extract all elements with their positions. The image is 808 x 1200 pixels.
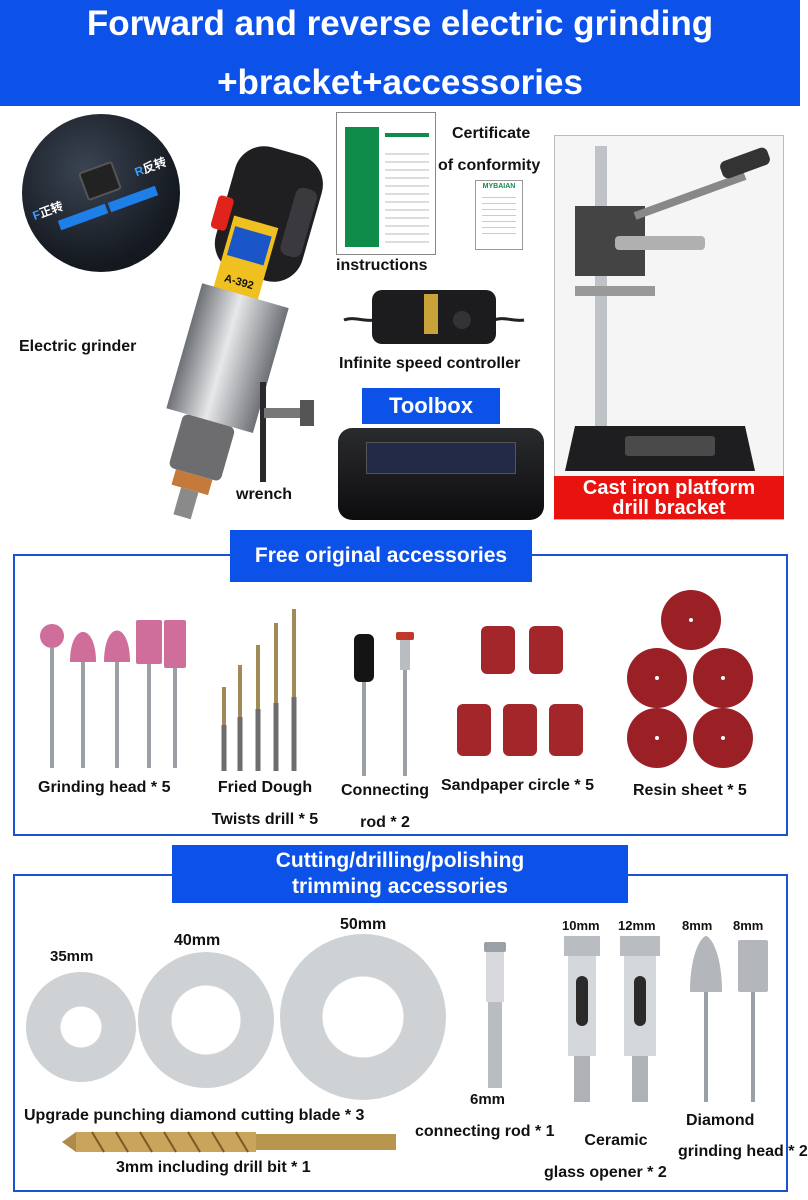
switch-closeup: F正转 R反转: [22, 114, 180, 272]
blade-size-40: 40mm: [174, 932, 221, 949]
bracket-label-1: Cast iron platform: [582, 477, 756, 499]
header-title-line-2: +bracket+accessories: [217, 63, 583, 102]
blade-size-35: 35mm: [50, 948, 94, 965]
grinder-label: Electric grinder: [19, 338, 137, 355]
diamond-label-1: Diamond: [686, 1112, 755, 1129]
toolbox-label: Toolbox: [362, 388, 500, 424]
diamond-label-2: grinding head * 2: [678, 1143, 808, 1160]
connecting-rod-label-1: Connecting: [341, 782, 429, 799]
drill-bracket-photo: [554, 135, 784, 520]
drill-bracket-image: [565, 146, 770, 471]
bracket-label-box: Cast iron platform drill bracket: [554, 476, 784, 519]
opener-size-10mm: 10mm: [562, 918, 600, 933]
rod-size-label: 6mm: [470, 1091, 506, 1108]
diamond-size-1: 8mm: [682, 918, 713, 933]
grinding-head-label: Grinding head * 5: [38, 779, 171, 796]
sandpaper-label: Sandpaper circle * 5: [441, 777, 594, 794]
resin-sheets-image: [627, 590, 753, 768]
blade-label: Upgrade punching diamond cutting blade *…: [24, 1107, 365, 1124]
connecting-rod-6mm-image: [484, 942, 506, 1088]
arrow-left-icon: [57, 203, 109, 231]
blade-size-50: 50mm: [340, 916, 387, 933]
switch-forward-label: 正转: [37, 199, 65, 221]
certificate-card: MYBAIAN: [475, 180, 523, 250]
sandpaper-circles-image: [457, 626, 583, 756]
cutting-title-line-2: trimming accessories: [292, 875, 508, 898]
grinding-heads-image: [40, 620, 186, 768]
drill-bit-image: [62, 1131, 396, 1153]
controller-label: Infinite speed controller: [339, 355, 521, 372]
speed-controller-image: [343, 290, 525, 344]
connecting-rod-label-2: rod * 2: [360, 814, 410, 831]
cert-brand-text: MYBAIAN: [482, 183, 516, 190]
chuck-key-wrench-image: [260, 382, 314, 482]
twist-drill-label-2: Twists drill * 5: [211, 811, 319, 828]
diamond-blade-35mm: [26, 972, 136, 1082]
wrench-label: wrench: [236, 486, 293, 503]
certificate-label-2: of conformity: [438, 157, 541, 174]
rod-label: connecting rod * 1: [415, 1123, 555, 1140]
free-accessories-title: Free original accessories: [230, 530, 532, 582]
instructions-booklet: [336, 112, 436, 255]
diamond-size-2: 8mm: [733, 918, 764, 933]
opener-label-1: Ceramic: [584, 1132, 648, 1149]
diamond-blade-40mm: [138, 952, 274, 1088]
opener-size-12mm: 12mm: [618, 918, 656, 933]
bracket-label-2: drill bracket: [612, 497, 726, 519]
toolbox-case: [338, 428, 544, 520]
header-banner: Forward and reverse electric grinding +b…: [0, 0, 800, 106]
ceramic-glass-openers-image: [564, 936, 660, 1102]
cutting-title-line-1: Cutting/drilling/polishing: [275, 849, 525, 872]
cutting-accessories-title: Cutting/drilling/polishing trimming acce…: [172, 845, 628, 903]
resin-sheet-label: Resin sheet * 5: [633, 782, 747, 799]
electric-grinder-image: A-392: [166, 146, 323, 520]
opener-label-2: glass opener * 2: [544, 1164, 667, 1181]
certificate-label-1: Certificate: [452, 125, 531, 142]
connecting-rods-image: [354, 632, 414, 776]
diamond-blade-50mm: [280, 934, 446, 1100]
twist-drills-image: [221, 609, 297, 771]
instructions-label: instructions: [336, 257, 428, 274]
twist-drill-label-1: Fried Dough: [217, 779, 313, 796]
drill-bit-label: 3mm including drill bit * 1: [116, 1159, 311, 1176]
header-title-line-1: Forward and reverse electric grinding: [86, 4, 714, 43]
switch-slider: [77, 160, 123, 202]
diamond-grinding-heads-image: [690, 936, 768, 1102]
